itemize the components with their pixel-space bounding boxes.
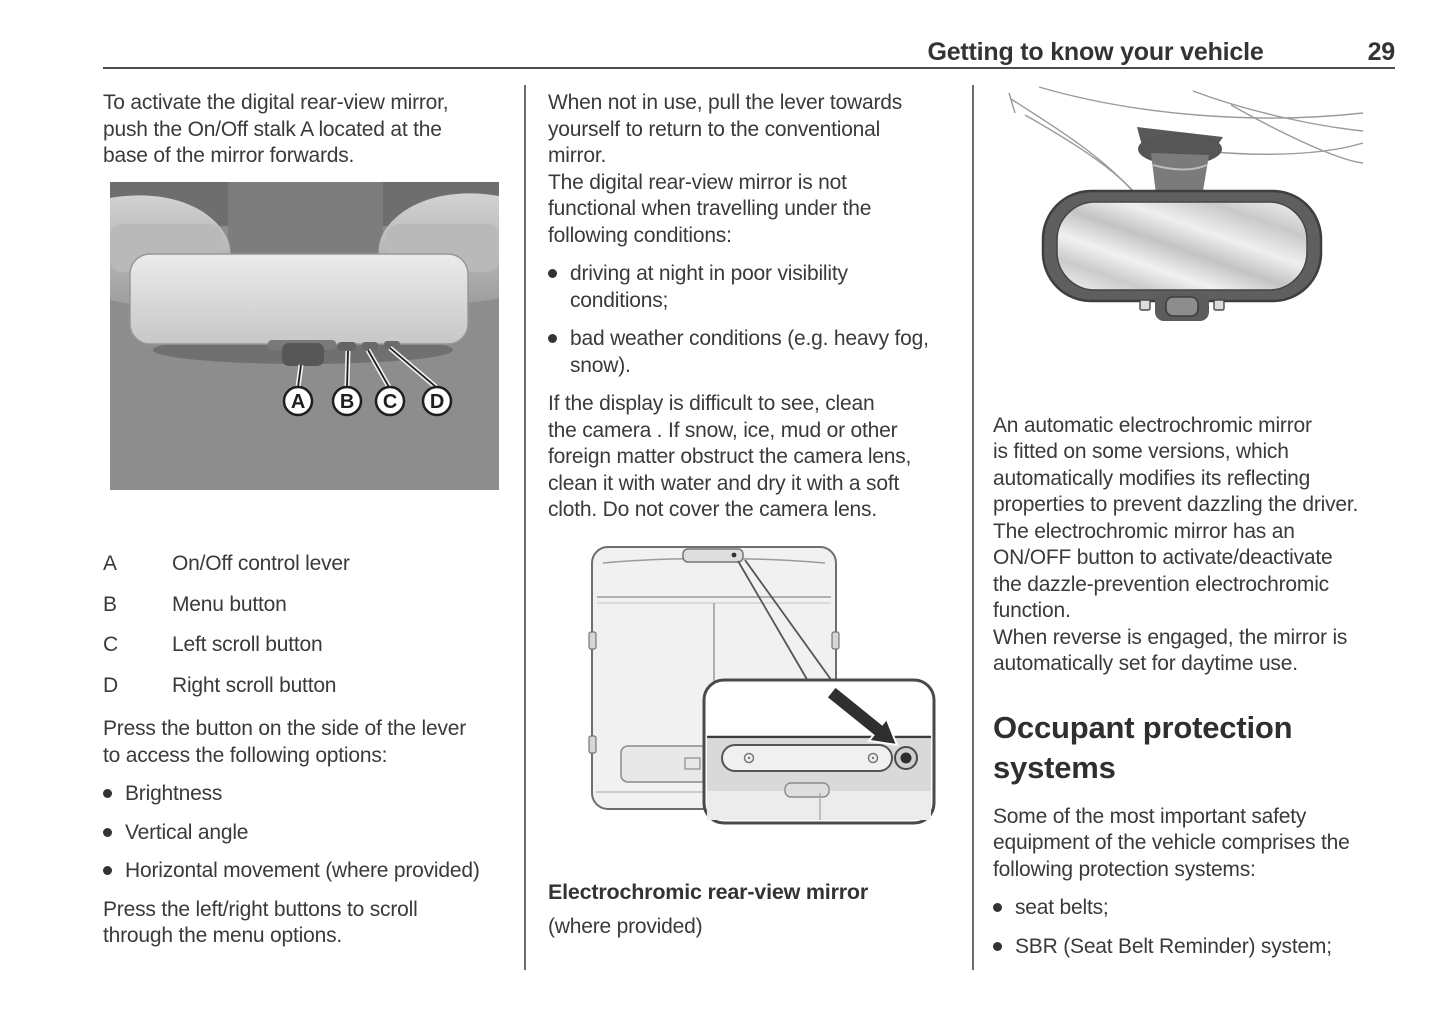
column-left: To activate the digital rear-view mirror… <box>103 90 515 962</box>
legend-label: Left scroll button <box>172 633 323 656</box>
on-off-button <box>1165 296 1199 317</box>
paragraph: Some of the most important safety equipm… <box>993 804 1350 881</box>
legend-label: On/Off control lever <box>172 552 350 575</box>
right-scroll-button <box>384 340 400 349</box>
callout-label-c: C <box>383 391 397 413</box>
digital-mirror-illustration: A B C D <box>110 181 499 490</box>
legend-row-c: C Left scroll button <box>103 632 515 659</box>
magnifier-lines <box>737 558 833 682</box>
column-middle: When not in use, pull the lever towards … <box>548 90 962 940</box>
callout-legend: A On/Off control lever B Menu button C L… <box>103 551 515 699</box>
column-divider-1 <box>524 85 526 970</box>
hinge-left <box>588 630 597 650</box>
hinge-left-lower <box>588 734 597 754</box>
protection-systems-list: seat belts; SBR (Seat Belt Reminder) sys… <box>993 895 1405 960</box>
paragraph: When not in use, pull the lever towards … <box>548 91 903 247</box>
legend-row-a: A On/Off control lever <box>103 551 515 578</box>
legend-key: C <box>103 633 118 656</box>
legend-key: A <box>103 552 117 575</box>
bullet-icon <box>548 269 557 278</box>
digital-mirror-figure: A B C D <box>110 181 515 498</box>
legend-row-b: B Menu button <box>103 592 515 619</box>
legend-key: B <box>103 592 117 616</box>
list-item: Brightness <box>103 781 515 808</box>
list-item: seat belts; <box>993 895 1405 922</box>
van-rear-illustration <box>588 545 936 824</box>
header-rule <box>103 67 1395 69</box>
latch-detail <box>684 756 701 770</box>
menu-button <box>338 341 356 351</box>
bullet-icon <box>993 903 1002 912</box>
bullet-icon <box>103 866 112 875</box>
hinge-right <box>831 630 840 650</box>
paragraph: To activate the digital rear-view mirror… <box>103 91 449 167</box>
callout-label-b: B <box>340 391 354 413</box>
paragraph: Press the left/right buttons to scroll t… <box>103 897 418 948</box>
paragraph: If the display is difficult to see, clea… <box>548 392 912 521</box>
digital-mirror-display <box>129 252 469 345</box>
column-right: An automatic electrochromic mirror is fi… <box>993 86 1405 972</box>
figure-caption-sub: (where provided) <box>548 914 703 938</box>
on-off-stalk <box>282 342 324 366</box>
list-item: SBR (Seat Belt Reminder) system; <box>993 934 1405 961</box>
page-number: 29 <box>1367 38 1396 66</box>
list-item: driving at night in poor visibility cond… <box>548 261 962 314</box>
electrochromic-mirror-illustration <box>1008 86 1364 321</box>
bullet-icon <box>103 827 112 837</box>
page-header: Getting to know your vehicle 29 <box>103 38 1395 67</box>
list-item: Horizontal movement (where provided) <box>103 858 515 885</box>
callout-label-d: D <box>430 391 444 413</box>
brake-light-camera-unit <box>682 547 744 563</box>
pointer-arrow-icon <box>825 684 899 746</box>
bullet-icon <box>548 334 557 343</box>
conditions-list: driving at night in poor visibility cond… <box>548 261 962 379</box>
paragraph: An automatic electrochromic mirror is fi… <box>993 413 1359 676</box>
legend-key: D <box>103 673 118 697</box>
options-list: Brightness Vertical angle Horizontal mov… <box>103 781 515 885</box>
list-item: bad weather conditions (e.g. heavy fog, … <box>548 326 962 379</box>
list-item: Vertical angle <box>103 820 515 847</box>
sensor-right <box>1213 299 1225 311</box>
column-divider-2 <box>972 85 974 970</box>
section-heading: Occupant protection systems <box>993 709 1293 785</box>
figure-caption-title: Electrochromic rear-view mirror <box>548 880 869 904</box>
bullet-icon <box>103 789 112 798</box>
electrochromic-mirror-figure <box>995 85 1405 353</box>
paragraph: Press the button on the side of the leve… <box>103 717 467 767</box>
mirror-glass <box>1056 201 1308 291</box>
sensor-left <box>1139 299 1151 311</box>
legend-label: Right scroll button <box>172 673 337 697</box>
left-scroll-button <box>362 341 378 350</box>
running-head: Getting to know your vehicle <box>927 38 1264 66</box>
legend-row-d: D Right scroll button <box>103 673 515 700</box>
bullet-icon <box>993 941 1002 951</box>
van-rear-figure <box>587 540 962 836</box>
callout-label-a: A <box>291 391 305 413</box>
callout-circles <box>282 385 453 416</box>
callout-lines <box>297 346 437 388</box>
bubble-contents <box>707 684 931 820</box>
legend-label: Menu button <box>172 592 287 616</box>
camera-dot <box>731 552 737 557</box>
mirror-mount-area <box>228 181 383 256</box>
